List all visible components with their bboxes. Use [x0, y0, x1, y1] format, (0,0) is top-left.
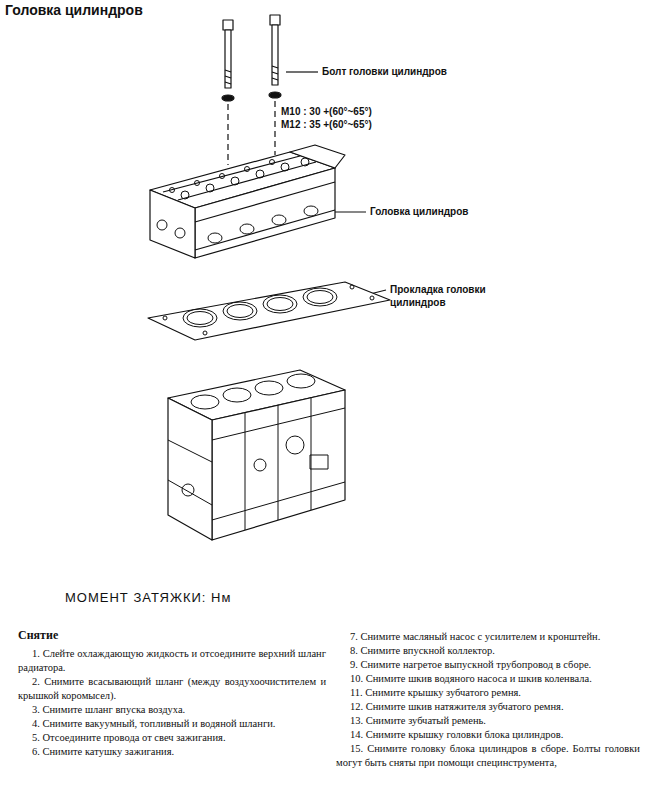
instruction-step: 13. Снимите зубчатый ремень.	[336, 714, 640, 728]
instruction-step: 3. Снимите шланг впуска воздуха.	[18, 703, 326, 717]
instruction-step: 2. Снимите всасывающий шланг (между возд…	[18, 675, 326, 703]
cylinder-block	[168, 370, 345, 540]
torque-spec: M12 : 35 +(60°~65°)	[281, 119, 372, 130]
cylinder-head	[150, 145, 345, 258]
part-label: Болт головки цилиндров	[322, 66, 447, 77]
instruction-step: 14. Снимите крышку головки блока цилиндр…	[336, 728, 640, 742]
instruction-step: 12. Снимите шкив натяжителя зубчатого ре…	[336, 700, 640, 714]
instruction-step: 5. Отсоедините провода от свеч зажигания…	[18, 731, 326, 745]
instruction-step: 7. Снимите масляный насос с усилителем и…	[336, 630, 640, 644]
head-bolt	[222, 20, 234, 165]
head-gasket	[148, 282, 390, 340]
section-heading: Снятие	[18, 628, 58, 643]
text-column: 7. Снимите масляный насос с усилителем и…	[336, 630, 640, 770]
instruction-step: 9. Снимите нагретое выпускной трубопрово…	[336, 658, 640, 672]
page-title: Головка цилиндров	[5, 2, 143, 18]
torque-spec: M10 : 30 +(60°~65°)	[281, 106, 372, 117]
part-label: Прокладка головки цилиндров	[390, 283, 520, 309]
instruction-step: 4. Снимите вакуумный, топливный и водяно…	[18, 717, 326, 731]
instruction-step: 1. Слейте охлаждающую жидкость и отсоеди…	[18, 647, 326, 675]
leader-line	[286, 71, 318, 72]
instruction-step: 11. Снимите крышку зубчатого ремня.	[336, 686, 640, 700]
head-bolt	[269, 15, 281, 155]
torque-heading: МОМЕНТ ЗАТЯЖКИ: Нм	[65, 590, 231, 605]
instruction-step: 15. Снимите головку блока цилиндров в сб…	[336, 742, 640, 770]
part-label: Головка цилиндров	[370, 206, 468, 217]
instruction-step: 10. Снимите шкив водяного насоса и шкив …	[336, 672, 640, 686]
text-column: 1. Слейте охлаждающую жидкость и отсоеди…	[18, 647, 326, 759]
instruction-step: 8. Снимите впускной коллектор.	[336, 644, 640, 658]
instruction-step: 6. Снимите катушку зажигания.	[18, 745, 326, 759]
